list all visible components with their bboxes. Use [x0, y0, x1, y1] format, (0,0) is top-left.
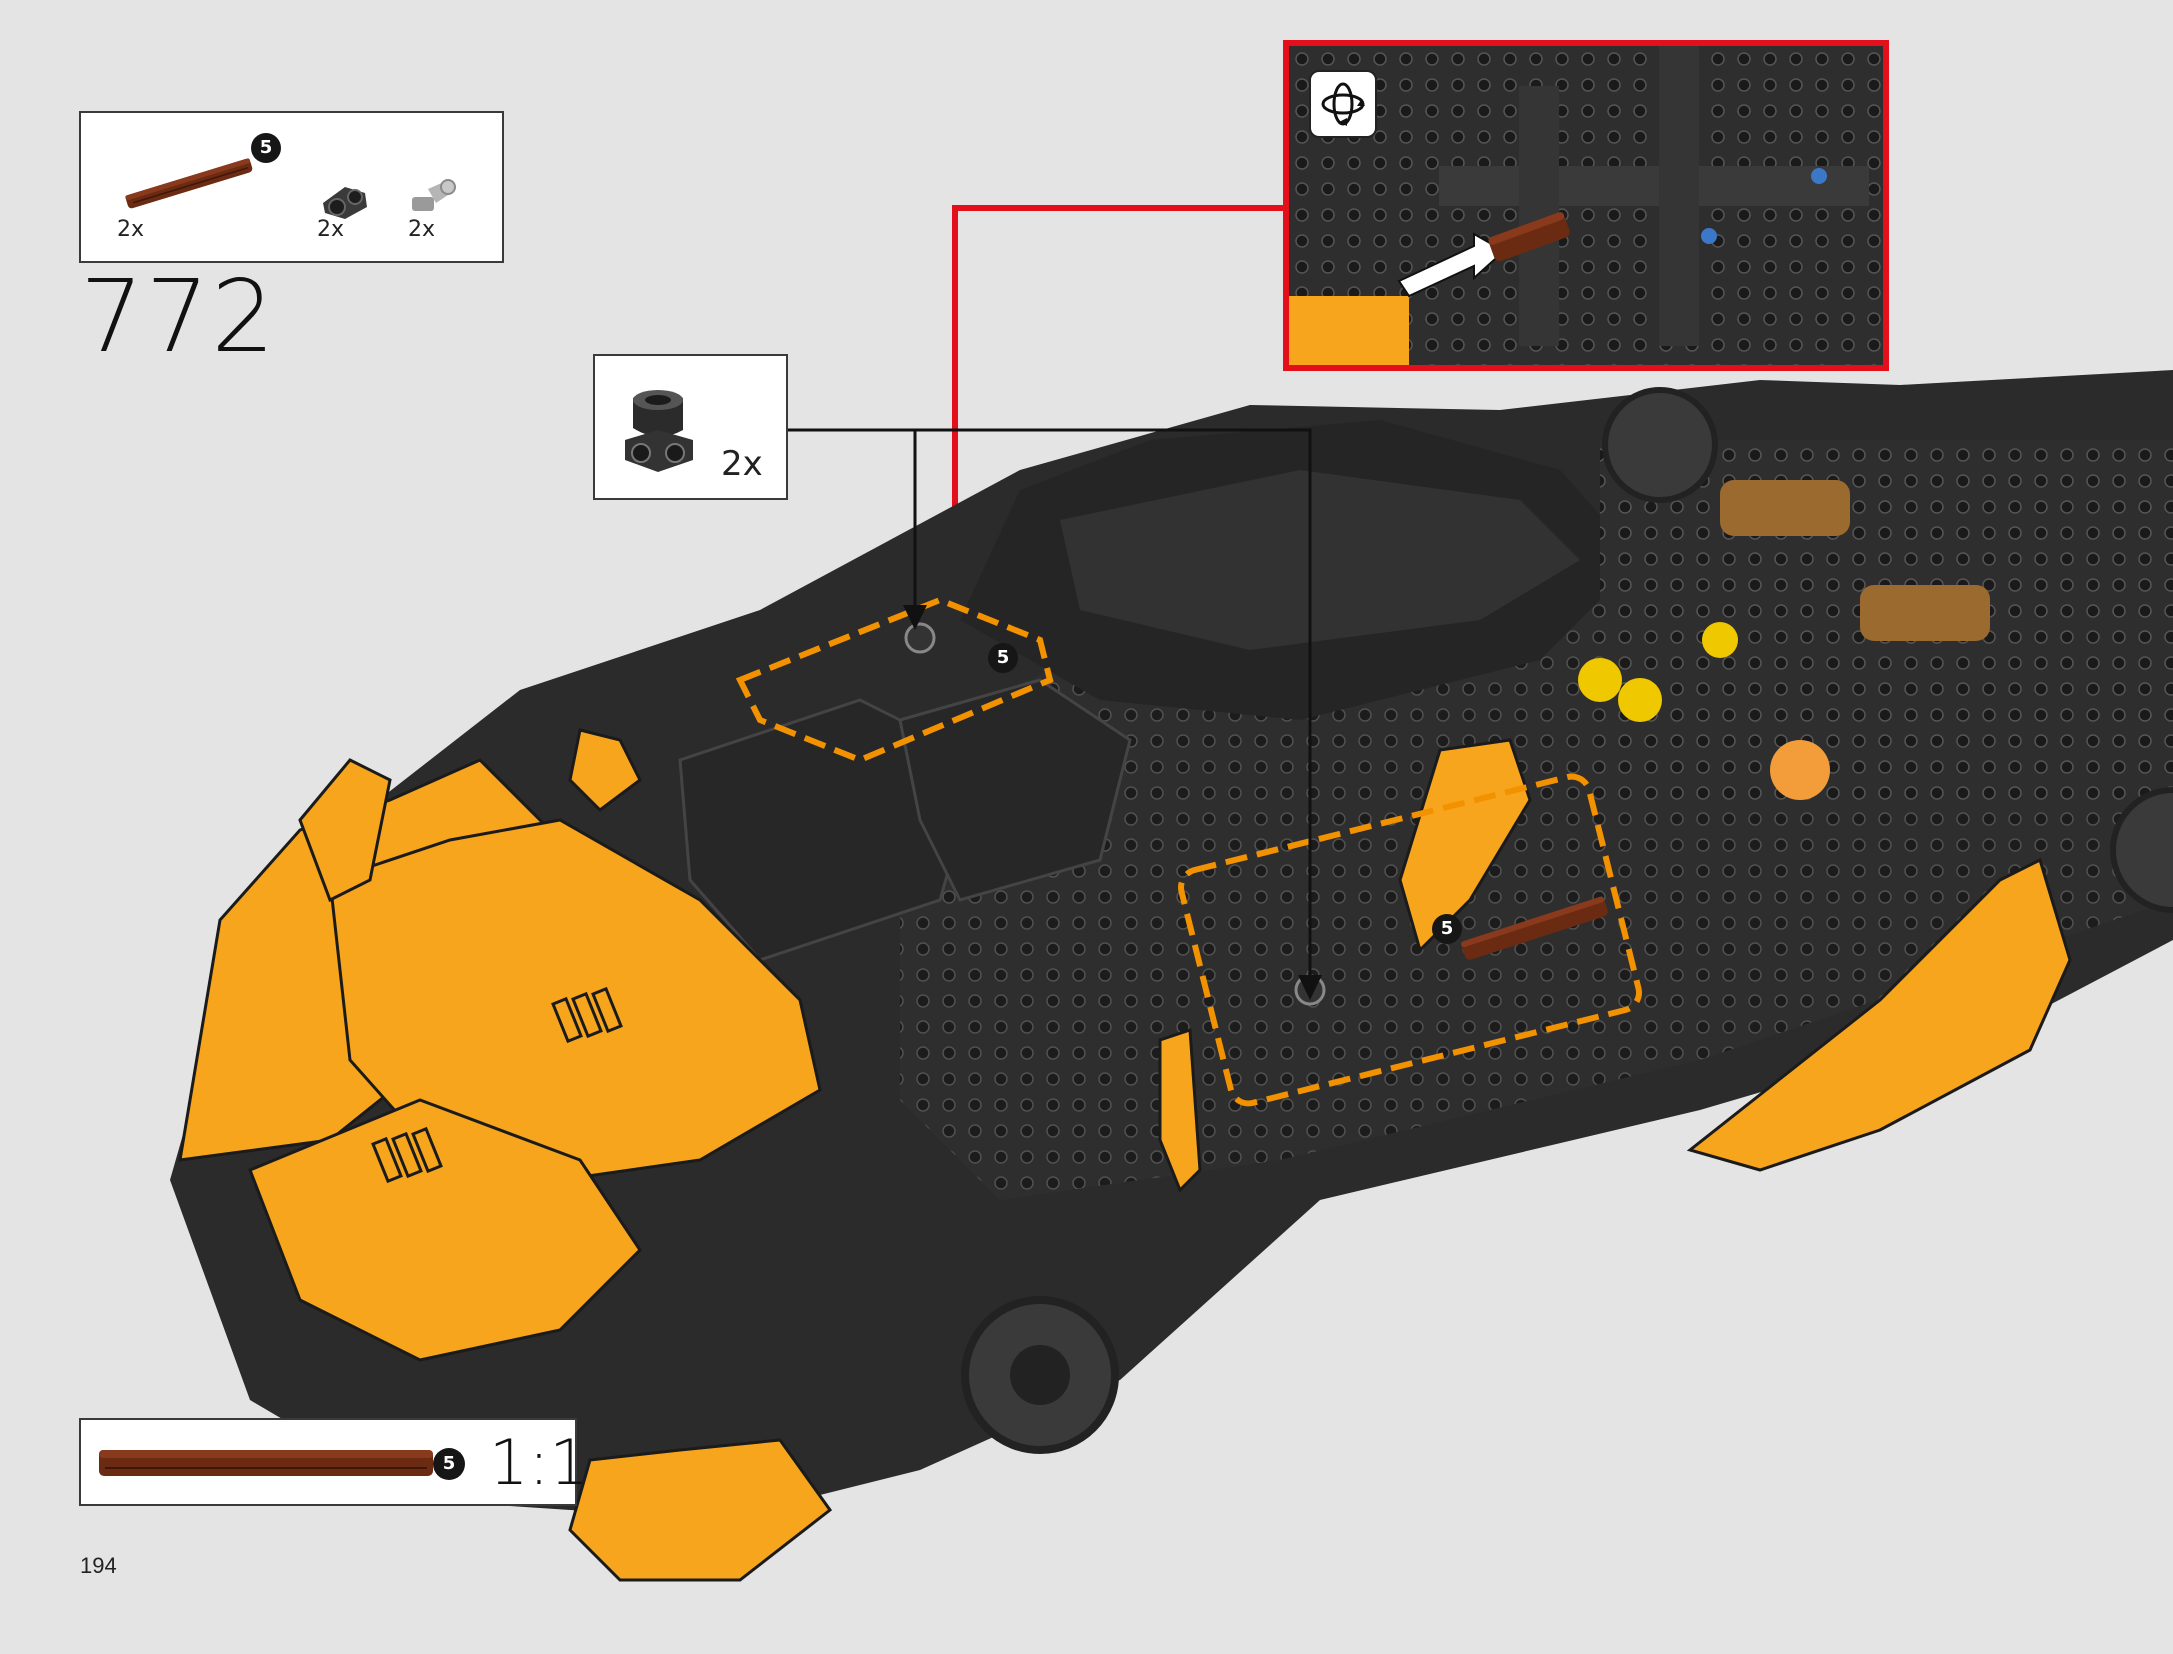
- gray-pin-connector-icon: [412, 179, 456, 211]
- scale-box: 5 1:1: [79, 1418, 589, 1506]
- callout-detail: [1283, 40, 1889, 371]
- model-axle-badge: 5: [1432, 914, 1462, 944]
- brown-axle-icon: [125, 158, 253, 209]
- callout-detail-drawing: [1289, 46, 1883, 365]
- model-connector-badge: 5: [988, 643, 1018, 673]
- dark-connector-icon: [323, 187, 367, 219]
- subassembly-qty: 2x: [721, 444, 763, 484]
- axle-connector-icon: [625, 390, 693, 472]
- scale-label: 1:1: [489, 1426, 589, 1499]
- parts-qty-2: 2x: [317, 217, 345, 242]
- subassembly-box: 2x: [593, 354, 788, 500]
- rotate-arrows-icon: [1321, 82, 1365, 126]
- step-number: 772: [80, 258, 277, 375]
- part-badge: 5: [251, 133, 281, 163]
- parts-qty-3: 2x: [408, 217, 436, 242]
- page-number: 194: [80, 1553, 117, 1578]
- parts-list-box: 2x 5 2x 2x: [79, 111, 504, 263]
- scale-badge: 5: [433, 1448, 465, 1480]
- brown-axle-scale-icon: [99, 1450, 433, 1476]
- parts-qty-1: 2x: [117, 217, 145, 242]
- rotate-model-icon: [1309, 70, 1377, 138]
